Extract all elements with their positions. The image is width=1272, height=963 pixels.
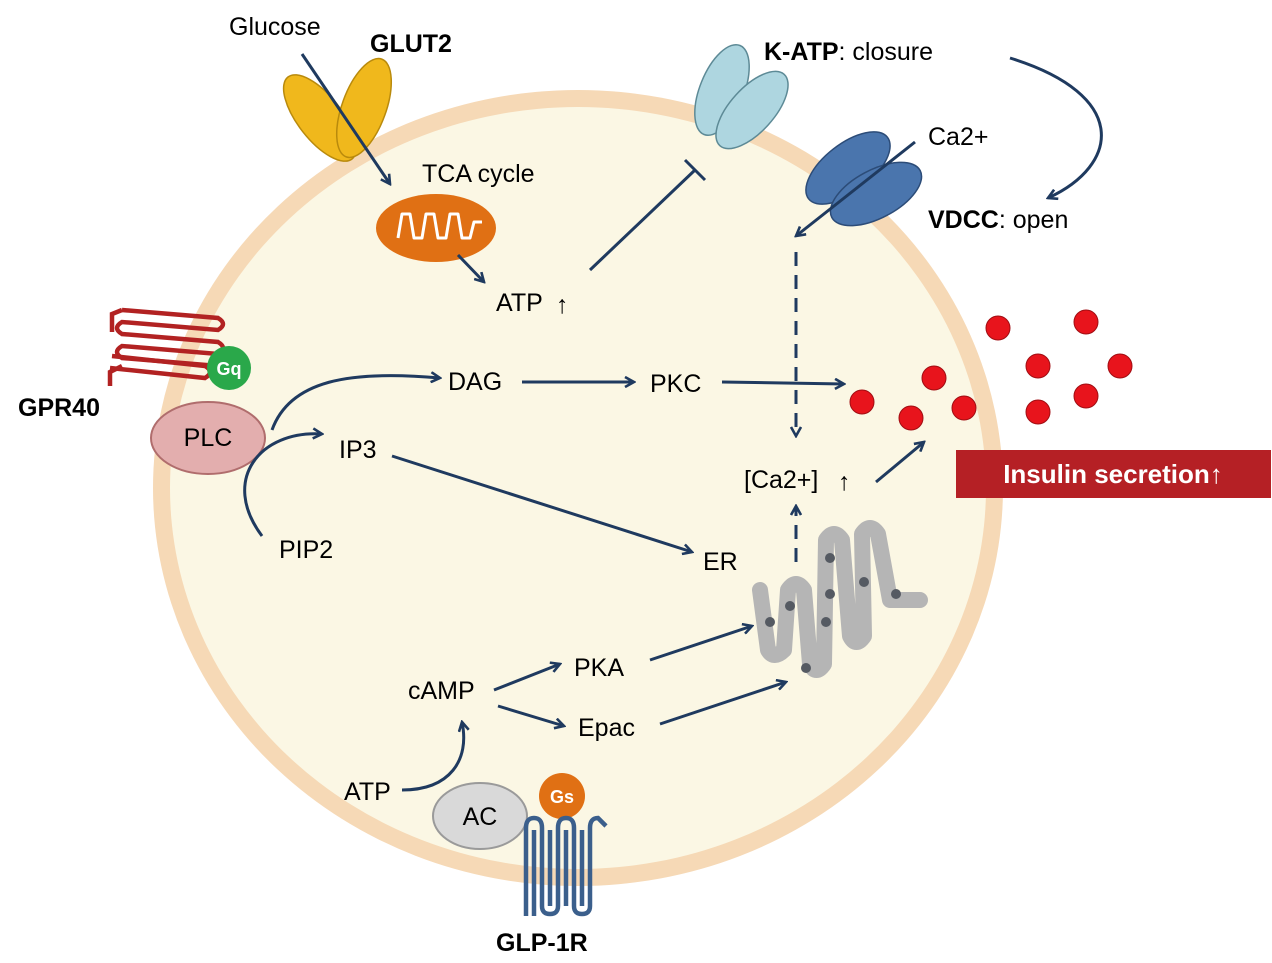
ca2-entry-arrow [796,140,916,236]
mitochondria-icon [376,194,496,262]
ca2-influx-label: Ca2+ [928,123,988,151]
ca2-concentration-label: [Ca2+] [744,466,818,494]
pkc-label: PKC [650,370,701,398]
vdcc-channel [805,131,923,227]
glucose-label: Glucose [229,13,321,41]
epac-label: Epac [578,714,635,742]
camp-label: cAMP [408,677,475,705]
insulin-secretion-banner [956,450,1271,498]
plc-label: PLC [184,424,233,452]
gpr40-label: GPR40 [18,394,100,422]
pkc-to-granules-arrow [721,382,844,384]
plc-to-dag-curve [270,376,440,431]
katp-label: K-ATP: closure [764,38,933,66]
glp1r-label: GLP-1R [496,929,588,957]
pka-to-er-arrow [649,626,752,662]
camp-to-pka-arrow [493,664,560,692]
ac-label: AC [463,803,498,831]
adenylyl-cyclase [432,782,528,850]
er-label: ER [703,548,738,576]
atp-increase-label: ATP [496,289,543,317]
atp-to-camp-curve [401,722,464,792]
glut2-transporter [282,57,393,162]
glp1r-receptor [523,815,608,917]
atp-up-arrow-glyph: ↑ [556,291,569,319]
ca2-to-secretion-arrow [875,442,924,484]
pip2-label: PIP2 [279,536,333,564]
ip3-label: IP3 [339,436,377,464]
inhibition-bar [683,158,707,182]
epac-to-er-arrow [659,682,786,726]
ip3-to-er-arrow [391,454,692,552]
gs-label: Gs [550,787,574,807]
plc-enzyme [150,401,266,475]
katp-to-vdcc-curved-arrow [1009,56,1103,198]
gq-protein [207,346,251,390]
katp-channel [694,43,789,150]
insulin-granules [849,309,1133,431]
atp-label: ATP [344,778,391,806]
gs-protein [539,773,585,819]
gq-label: Gq [217,359,242,379]
atp-inhibits-katp-line [588,168,697,272]
glut2-label: GLUT2 [370,30,452,58]
pka-label: PKA [574,654,624,682]
pip2-to-ip3-curve [243,434,322,537]
insulin-secretion-label: Insulin secretion↑ [1003,459,1223,489]
dag-label: DAG [448,368,502,396]
glucose-uptake-arrow [300,53,390,184]
ca2-up-arrow-glyph: ↑ [838,468,851,496]
mito-to-atp-arrow [456,253,484,282]
tca-cycle-label: TCA cycle [422,160,535,188]
vdcc-label: VDCC: open [928,206,1068,234]
er-icon [752,520,928,678]
cell-cytoplasm [170,107,986,869]
camp-to-epac-arrow [497,704,564,726]
